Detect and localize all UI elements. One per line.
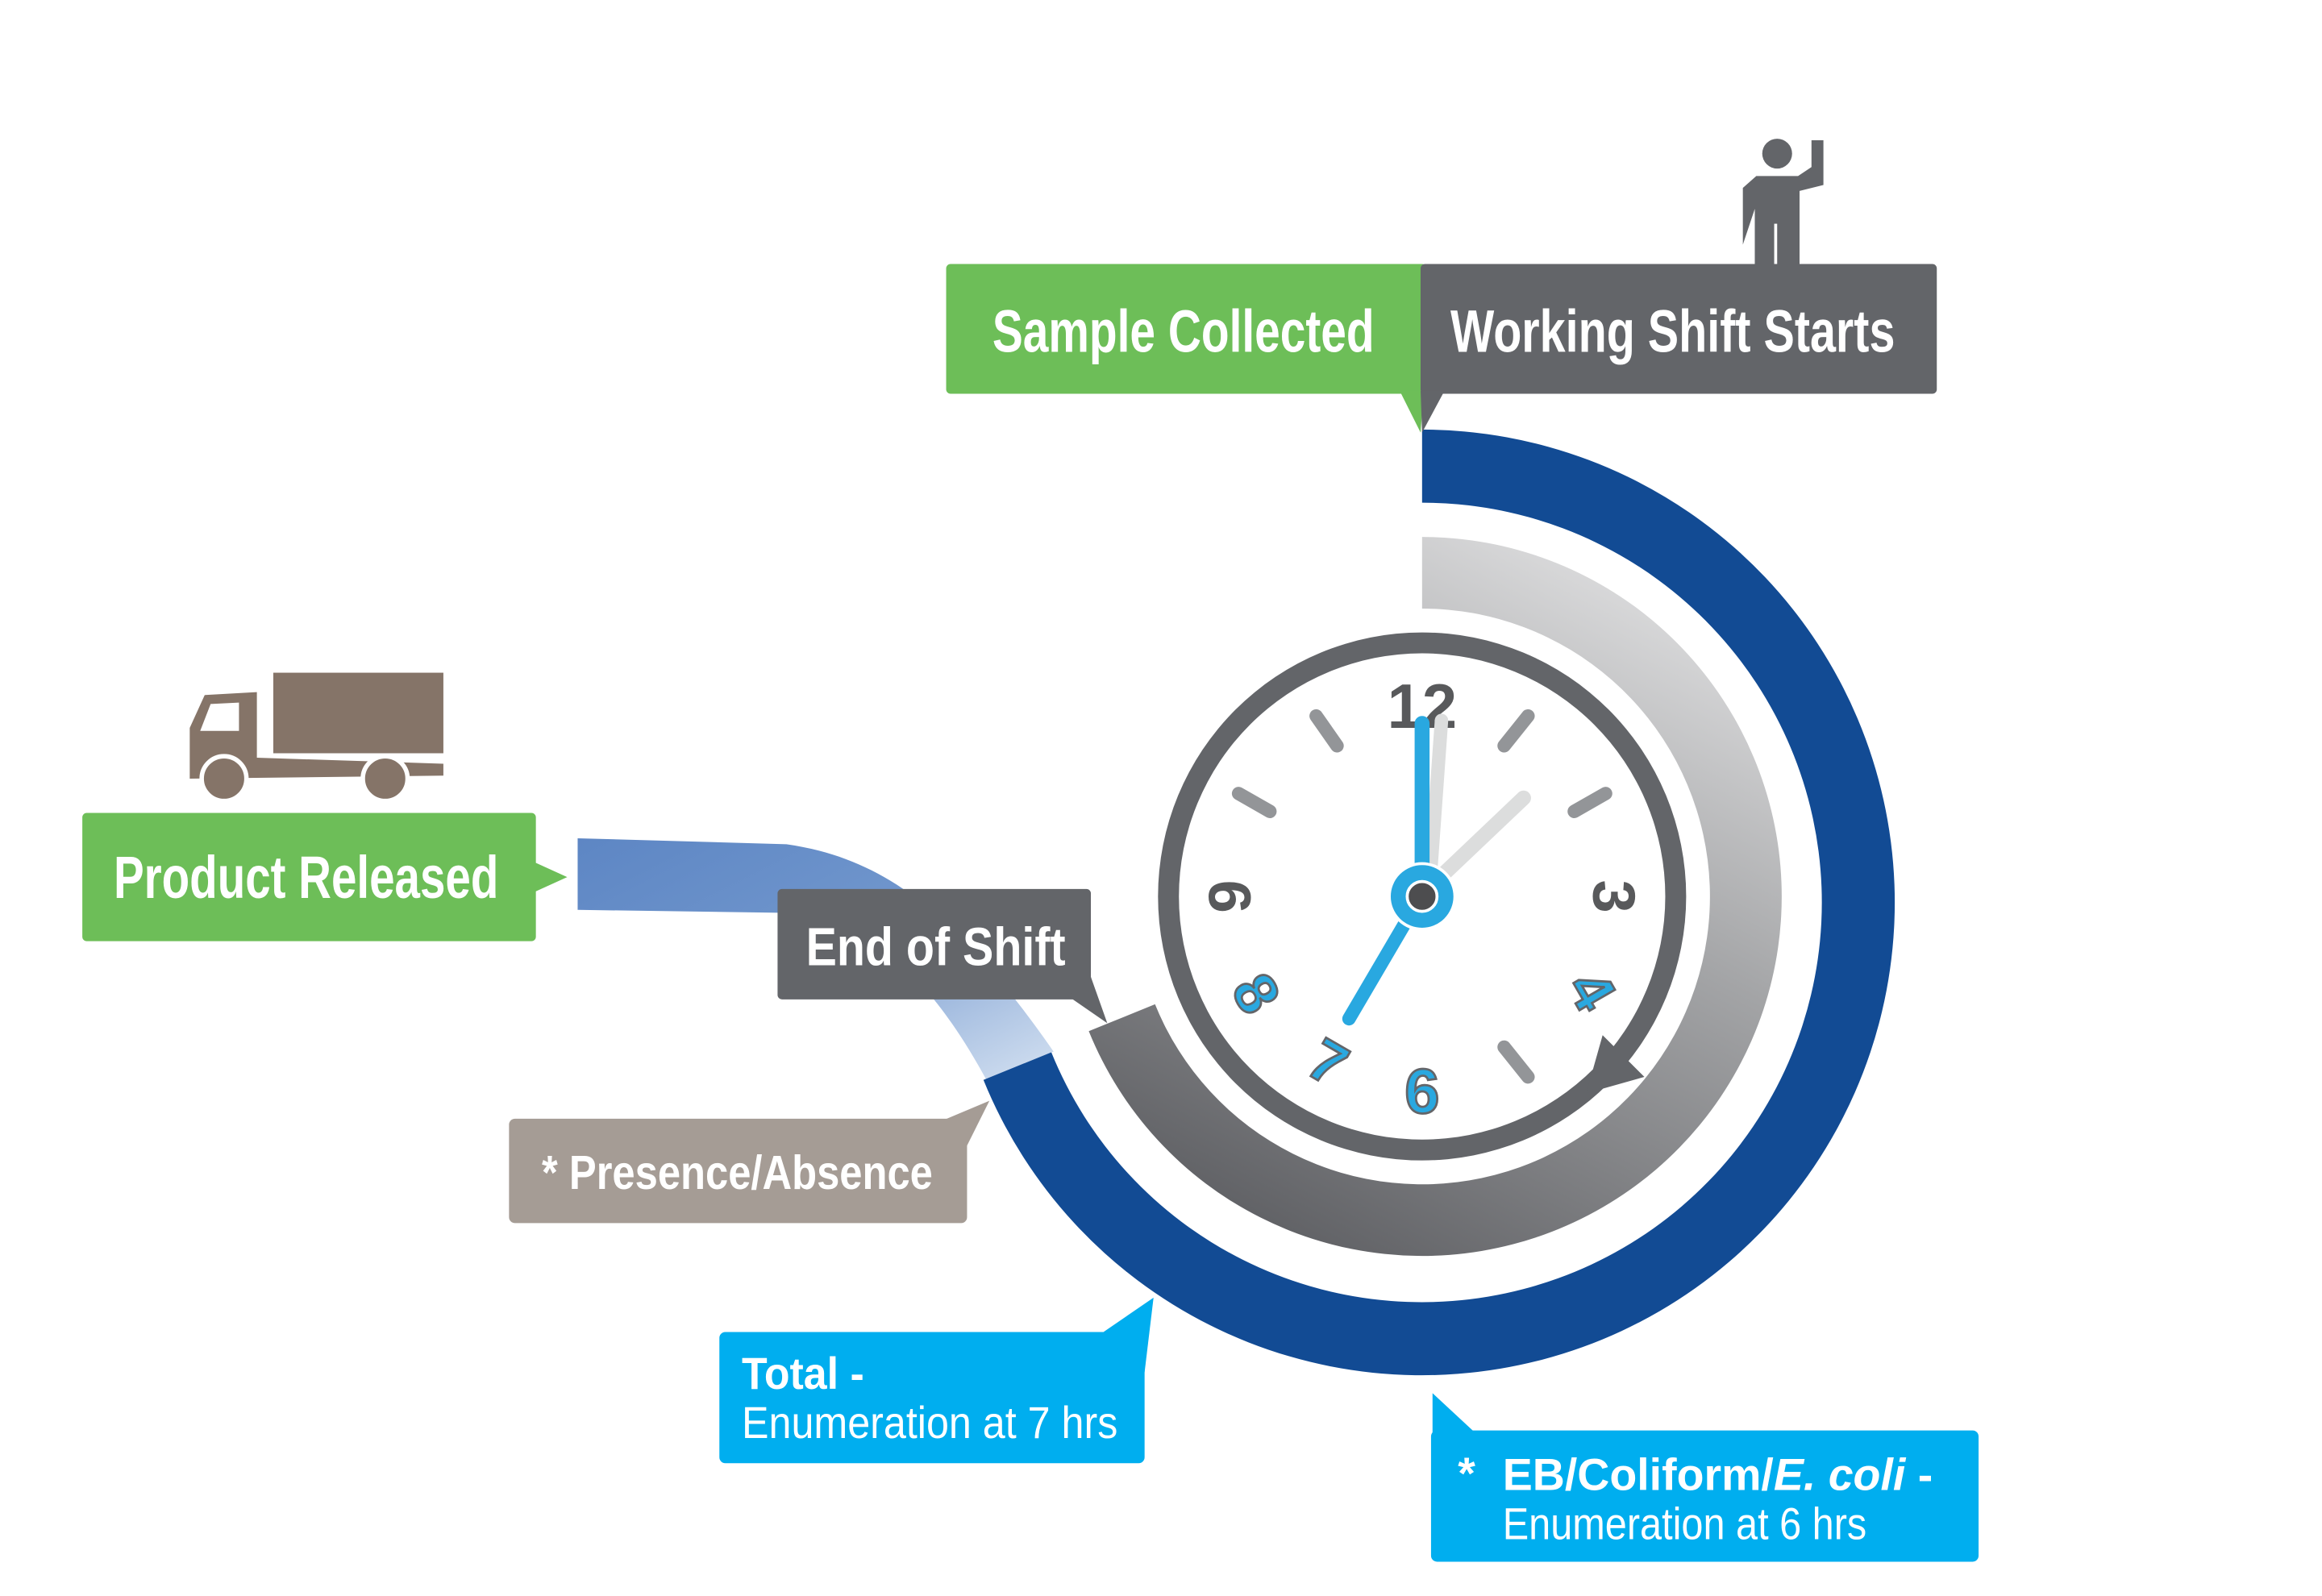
working-shift-starts-label: Working Shift Starts — [1420, 264, 1937, 433]
clock-arrow-head — [1586, 1035, 1645, 1094]
product-released-label: Product Released — [82, 813, 568, 941]
clock-ticks — [1231, 709, 1612, 1084]
svg-text:* Presence/Absence: * Presence/Absence — [542, 1145, 933, 1199]
clock-number-3: 3 — [1581, 880, 1648, 913]
ghost-hand-long — [1425, 790, 1531, 892]
clock-number-6: 6 — [1404, 1057, 1439, 1126]
clock-icon: 12 3 9 4 6 7 8 — [1158, 632, 1687, 1161]
svg-text:End of Shift: End of Shift — [806, 917, 1066, 977]
release-band — [577, 837, 1054, 1080]
sample-collected-label: Sample Collected — [946, 264, 1427, 433]
end-of-shift-label: End of Shift — [777, 888, 1108, 1024]
svg-text:Working Shift Starts: Working Shift Starts — [1450, 298, 1895, 365]
total-enumeration-label: Total - Enumeration at 7 hrs — [719, 1297, 1154, 1464]
eb-title: EB/Coliform/E. coli - — [1503, 1450, 1933, 1500]
svg-text:Sample Collected: Sample Collected — [992, 298, 1375, 365]
svg-text:Enumeration at 7 hrs: Enumeration at 7 hrs — [742, 1398, 1117, 1448]
svg-text:*: * — [1458, 1448, 1475, 1498]
hour-hand — [1342, 900, 1421, 1026]
presence-absence-label: * Presence/Absence — [509, 1100, 990, 1224]
svg-text:Total -: Total - — [742, 1349, 864, 1399]
clock-number-9: 9 — [1196, 880, 1263, 913]
person-waving-icon — [1742, 139, 1824, 264]
svg-text:Product Released: Product Released — [114, 844, 498, 911]
delivery-truck-icon — [189, 672, 443, 804]
svg-text:Enumeration at 6 hrs: Enumeration at 6 hrs — [1503, 1499, 1867, 1549]
eb-coliform-ecoli-label: * EB/Coliform/E. coli - Enumeration at 6… — [1430, 1393, 1979, 1562]
ghost-hand-short — [1422, 713, 1449, 895]
